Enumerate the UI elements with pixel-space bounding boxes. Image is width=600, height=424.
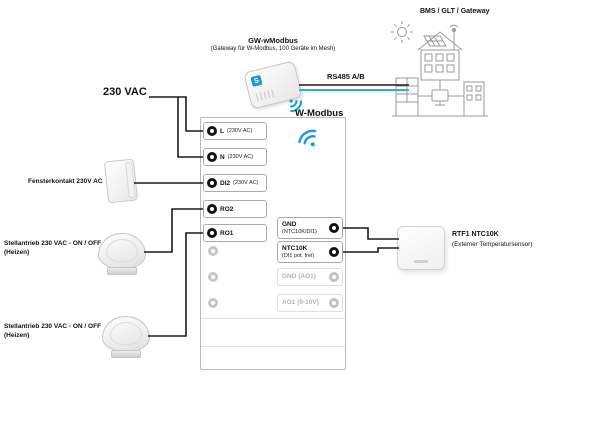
window-contact-device [103,158,139,204]
sun-icon [391,21,413,43]
bms-building-illustration [391,21,488,117]
gateway-subtitle: (Gateway für W-Modbus, 100 Geräte im Mes… [210,46,336,52]
wire-ro1 [148,232,203,337]
block-divider [201,318,345,319]
actuator-1-device [98,233,146,275]
terminal-screw-icon [329,223,339,233]
terminal-di2: DI2 (230V AC) [203,174,267,192]
terminal-spec: (NTC10K/DI1) [282,228,317,235]
unused-terminal-icon [329,272,339,282]
terminal-name: GND [282,220,297,228]
terminal-screw-icon [207,126,217,136]
wire-power-L [149,96,203,132]
terminal-name: N [220,153,225,161]
temp-sensor-sublabel: (Externer Temperatursensor) [452,241,533,248]
actuator-base [107,267,137,275]
gateway-wifi-icon [289,99,303,113]
temp-sensor-device [397,226,445,270]
gateway-title: GW-wModbus [248,36,298,45]
window-contact-label: Fensterkontakt 230V AC [28,178,103,185]
terminal-screw-icon [207,178,217,188]
terminal-name: L [220,127,224,135]
actuator-dome [98,233,146,269]
terminal-spec: (230V AC) [227,154,254,160]
actuator-2-device [102,316,150,358]
actuator-dome [102,316,150,352]
actuator-sublabel-text: (Heizen) [4,331,30,339]
terminal-ro1: RO1 [203,224,267,242]
actuator-2-label: Stellantrieb 230 VAC - ON / OFF (Heizen) [4,323,101,341]
power-label: 230 VAC [103,86,147,98]
terminal-gnd-ao1: GND (AO1) [277,268,343,286]
terminal-screw-icon [207,228,217,238]
wire-ntc-sensor [343,247,399,253]
terminal-name: DI2 [220,179,231,187]
roof [417,31,463,51]
actuator-label-text: Stellantrieb 230 VAC - ON / OFF [4,323,102,330]
actuator-sublabel-text: (Heizen) [4,248,30,256]
terminal-name: RO2 [220,205,234,213]
terminal-spec: (DI1 pot. frei) [282,252,315,259]
wmodbus-label: W-Modbus [295,108,344,119]
temp-sensor-label: RTF1 NTC10K [452,231,499,238]
terminal-ao1: AO1 (0-10V) [277,294,343,312]
terminal-ro2: RO2 [203,200,267,218]
terminal-ntc10k: NTC10K (DI1 pot. frei) [277,241,343,263]
actuator-base [111,350,141,358]
terminal-spec: (230V AC) [226,128,253,134]
actuator-label-text: Stellantrieb 230 VAC - ON / OFF [4,240,102,247]
unused-terminal-icon [208,246,218,256]
terminal-name: GND (AO1) [282,273,316,281]
terminal-name: RO1 [220,229,234,237]
terminal-screw-icon [207,204,217,214]
unused-terminal-icon [208,272,218,282]
terminal-gnd-ntc: GND (NTC10K/DI1) [277,217,343,239]
bms-label: BMS / GLT / Gateway [420,8,490,15]
unused-terminal-icon [208,298,218,308]
monitor-icon [431,89,449,106]
terminal-screw-icon [329,247,339,257]
terminal-spec: (230V AC) [233,180,259,186]
block-divider [201,346,345,347]
sauter-logo: S [250,74,263,87]
terminal-name: NTC10K [282,244,308,252]
wire-ro2 [144,208,203,253]
solar-panel-icon [423,35,447,47]
gateway-vents [255,89,275,102]
terminal-l: L (230V AC) [203,122,267,140]
terminal-name: AO1 (0-10V) [282,299,319,307]
rs485-label: RS485 A/B [327,72,365,81]
actuator-1-label: Stellantrieb 230 VAC - ON / OFF (Heizen) [4,240,101,258]
terminal-screw-icon [207,152,217,162]
unused-terminal-icon [329,298,339,308]
wire-gnd-sensor [343,227,399,240]
terminal-n: N (230V AC) [203,148,267,166]
antenna-icon [449,24,459,50]
wifi-icon [298,129,317,147]
